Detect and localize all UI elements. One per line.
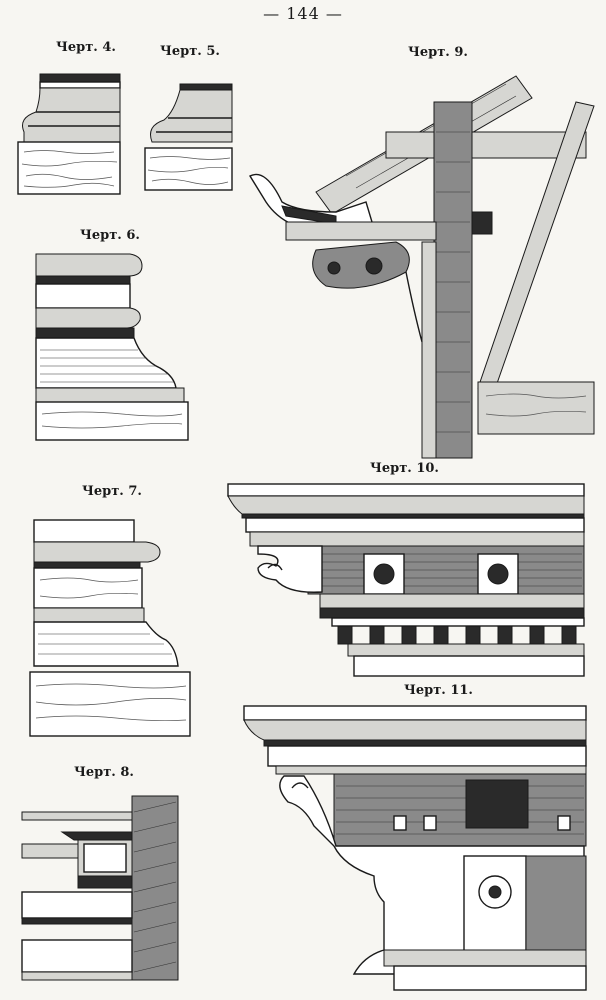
figure-9-caption: Черт. 9.	[408, 45, 468, 60]
figure-11-caption: Черт. 11.	[404, 683, 473, 698]
page-number: — 144 —	[263, 4, 343, 23]
figure-7-cornice-drawing	[29, 519, 191, 737]
figure-4-caption: Черт. 4.	[56, 40, 116, 55]
figure-6-cornice-drawing	[35, 253, 189, 441]
figure-9-eaves-drawing	[249, 75, 595, 459]
figure-10-cornice-drawing	[227, 483, 585, 677]
figure-5-profile-drawing	[144, 83, 233, 191]
figure-6-caption: Черт. 6.	[80, 228, 140, 243]
figure-5-caption: Черт. 5.	[160, 44, 220, 59]
figure-4-profile-drawing	[17, 73, 121, 195]
figure-7-caption: Черт. 7.	[82, 484, 142, 499]
figure-8-caption: Черт. 8.	[74, 765, 134, 780]
figure-10-caption: Черт. 10.	[370, 461, 439, 476]
figure-11-cornice-drawing	[243, 705, 587, 991]
figure-8-section-drawing	[21, 795, 179, 981]
